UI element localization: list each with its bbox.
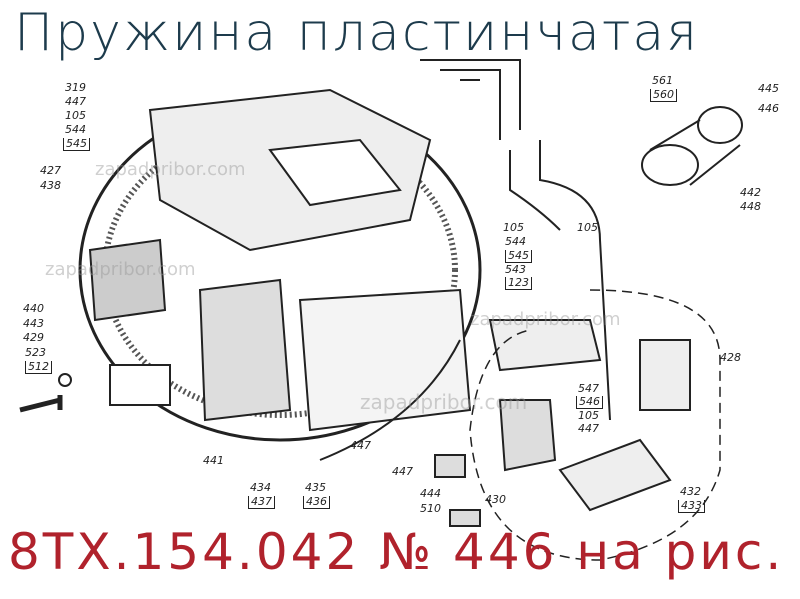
callout: 447 (578, 422, 599, 435)
callout: 523 (25, 346, 46, 359)
clamp-ring (697, 106, 743, 144)
callout: 428 (720, 351, 741, 364)
callout: 446 (758, 102, 779, 115)
contact-block (498, 399, 557, 472)
part-code: 8ТХ.154.042 № 446 на рис. (8, 523, 785, 581)
callout: 438 (40, 179, 61, 192)
callout: 441 (203, 454, 224, 467)
callout: 560 (650, 89, 677, 102)
pipe-bend-2 (509, 150, 561, 231)
callout: 105 (577, 221, 598, 234)
small-clip (449, 509, 481, 527)
callout: 432 (680, 485, 701, 498)
callout: 543 (505, 263, 526, 276)
left-coil (88, 238, 167, 322)
washer-523 (58, 373, 72, 387)
dashed-cable-loop (469, 289, 721, 561)
top-pole-face (268, 138, 402, 207)
pipe-bend (539, 140, 611, 421)
callout: 437 (248, 496, 275, 509)
bolt-512 (19, 395, 63, 413)
callout: 561 (652, 74, 673, 87)
callout: 105 (503, 221, 524, 234)
plug-block (558, 438, 672, 512)
connector-428 (639, 339, 691, 411)
terminal-block (488, 319, 602, 372)
callout: 429 (23, 331, 44, 344)
watermark: zapadpribor.com (45, 259, 196, 280)
callout: 546 (576, 396, 603, 409)
callout: 440 (23, 302, 44, 315)
callout: 105 (578, 409, 599, 422)
right-coil (298, 288, 472, 432)
callout: 319 (65, 81, 86, 94)
clamp-sleeve (641, 144, 699, 186)
callout: 512 (25, 361, 52, 374)
cable (319, 339, 461, 461)
callout: 435 (305, 481, 326, 494)
foot-block (109, 364, 171, 406)
bracket (434, 454, 466, 478)
pipes (420, 59, 521, 140)
sleeve-sides (649, 119, 741, 186)
callout: 544 (505, 235, 526, 248)
callout: 447 (65, 95, 86, 108)
front-coil (198, 278, 292, 422)
watermark: zapadpribor.com (360, 390, 528, 414)
callout: 447 (350, 439, 371, 452)
callout: 105 (65, 109, 86, 122)
callout: 545 (505, 250, 532, 263)
callout: 427 (40, 164, 61, 177)
callout: 445 (758, 82, 779, 95)
watermark: zapadpribor.com (470, 309, 621, 330)
callout: 430 (485, 493, 506, 506)
callout: 547 (578, 382, 599, 395)
callout: 444 (420, 487, 441, 500)
callout: 442 (740, 186, 761, 199)
page-title: Пружина пластинчатая (14, 3, 699, 63)
callout: 447 (392, 465, 413, 478)
callout: 510 (420, 502, 441, 515)
watermark: zapadpribor.com (95, 159, 246, 180)
callout: 123 (505, 277, 532, 290)
callout: 545 (63, 138, 90, 151)
callout: 433 (678, 500, 705, 513)
callout: 443 (23, 317, 44, 330)
callout: 448 (740, 200, 761, 213)
callout: 436 (303, 496, 330, 509)
callout: 544 (65, 123, 86, 136)
callout: 434 (250, 481, 271, 494)
